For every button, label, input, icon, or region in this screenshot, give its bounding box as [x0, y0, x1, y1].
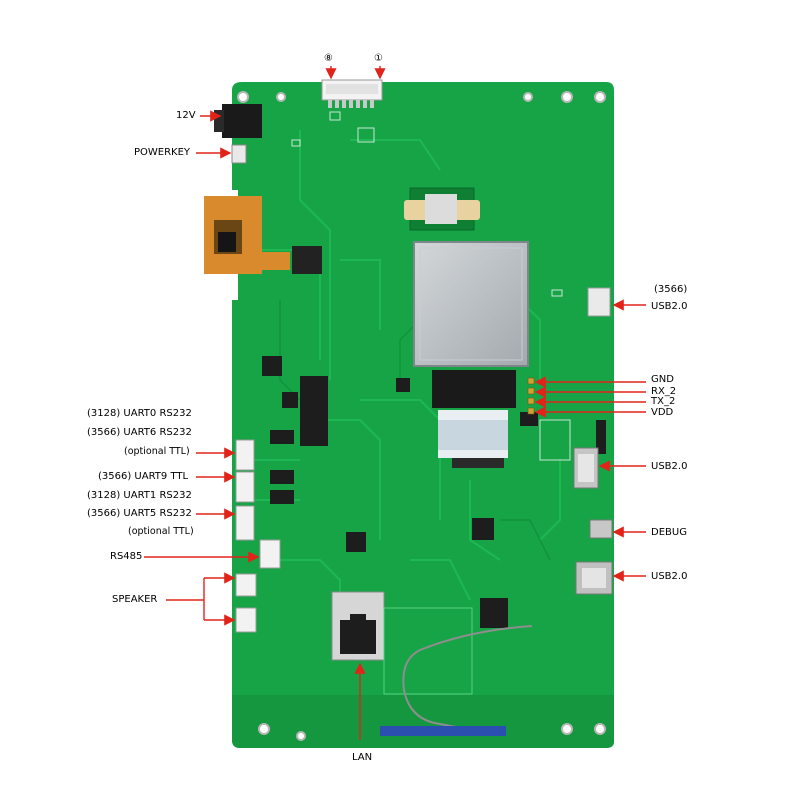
label-tx2: TX_2 [651, 396, 676, 407]
label-optional-ttl-1: (optional TTL) [124, 446, 190, 457]
label-uart6: (3566) UART6 RS232 [87, 427, 192, 438]
battery-holder [404, 187, 480, 231]
connector-pin8-label: ⑧ [324, 53, 333, 64]
label-vdd: VDD [651, 407, 674, 418]
usb-ports [573, 287, 613, 595]
label-gnd: GND [651, 374, 674, 385]
fpc-cable [204, 196, 322, 274]
silkscreen [291, 111, 571, 461]
lan-port [331, 591, 385, 661]
chips [262, 356, 606, 552]
soc-shield [413, 241, 529, 367]
power-key-button [231, 144, 247, 164]
uart-header-pins [527, 377, 535, 415]
mounting-holes [237, 91, 606, 741]
label-uart9: (3566) UART9 TTL [98, 471, 189, 482]
label-rs485: RS485 [110, 551, 143, 562]
label-usb-bottom: USB2.0 [651, 571, 688, 582]
ribbon-connector [432, 370, 516, 468]
label-uart5: (3566) UART5 RS232 [87, 508, 192, 519]
label-usb-3566: (3566) [654, 284, 688, 295]
label-usb-mid: USB2.0 [651, 461, 688, 472]
dc-power-jack [214, 104, 262, 138]
label-uart0: (3128) UART0 RS232 [87, 408, 192, 419]
label-speaker: SPEAKER [112, 594, 158, 605]
top-connector [321, 79, 383, 108]
annotation-arrows [144, 66, 646, 740]
connector-pin1-label: ① [374, 53, 383, 64]
label-usb-top: USB2.0 [651, 301, 688, 312]
label-powerkey: POWERKEY [134, 147, 191, 158]
label-debug: DEBUG [651, 527, 687, 538]
label-12v: 12V [176, 110, 196, 121]
label-lan: LAN [352, 752, 373, 763]
wifi-area [380, 598, 533, 736]
label-rx2: RX_2 [651, 386, 677, 397]
label-uart1: (3128) UART1 RS232 [87, 490, 192, 501]
left-connectors [235, 439, 281, 633]
label-optional-ttl-2: (optional TTL) [128, 526, 194, 537]
